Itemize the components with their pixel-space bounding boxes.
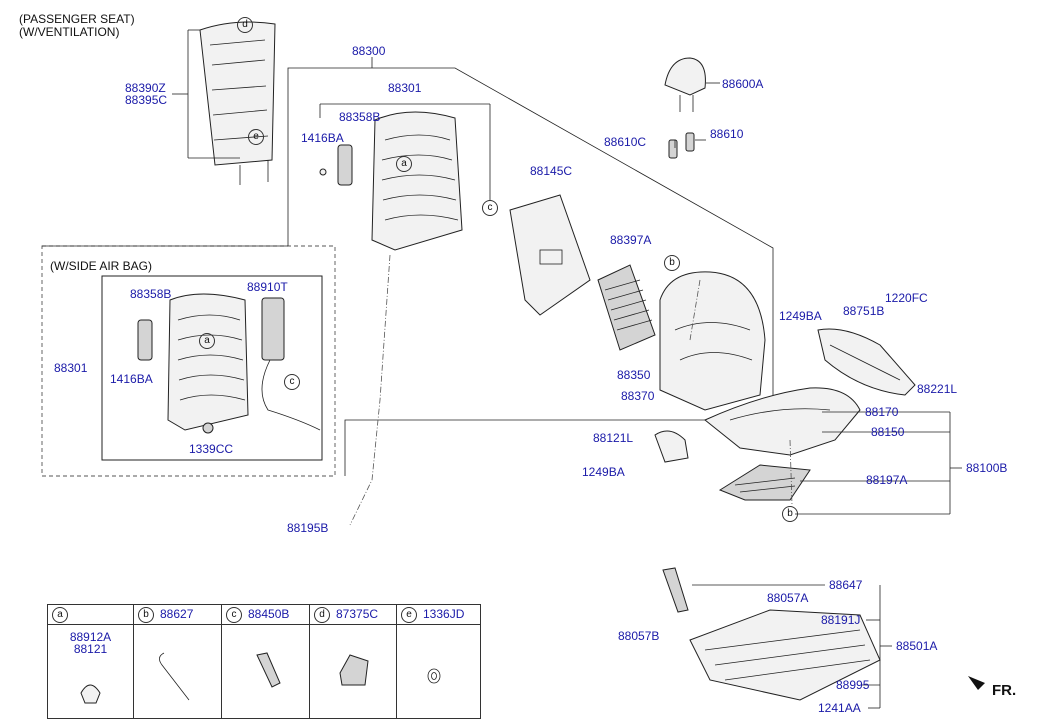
note-side-airbag: (W/SIDE AIR BAG) (50, 259, 153, 273)
part-label-88600A[interactable]: 88600A (722, 77, 764, 91)
assembly-88300-outline (287, 67, 774, 476)
seat-track-assembly (662, 567, 881, 701)
seatback-pad (509, 194, 591, 316)
part-label-1416BA[interactable]: 1416BA (301, 131, 344, 145)
callout-b: b (664, 255, 680, 271)
callout-a-airbag: a (199, 333, 215, 349)
part-label-88121L[interactable]: 88121L (593, 431, 634, 445)
part-label-88358B-airbag[interactable]: 88358B (130, 287, 172, 301)
callout-a: a (396, 156, 412, 172)
note-passenger-seat: (PASSENGER SEAT) (19, 12, 135, 26)
front-direction-label: FR. (992, 682, 1017, 699)
seat-cushion-cover (704, 387, 861, 456)
seatback-frame-upper (319, 111, 463, 251)
part-label-88300[interactable]: 88300 (352, 44, 386, 58)
part-label-1249BA-cushion[interactable]: 1249BA (582, 465, 625, 479)
part-label-88610C[interactable]: 88610C (604, 135, 647, 149)
part-label-88057A[interactable]: 88057A (767, 591, 809, 605)
ventilation-pad-cushion (718, 464, 811, 501)
part-label-88057B[interactable]: 88057B (618, 629, 660, 643)
callout-b-cushion: b (782, 506, 798, 522)
part-label-1241AA[interactable]: 1241AA (818, 701, 861, 715)
note-ventilation: (W/VENTILATION) (19, 25, 120, 39)
legend-icon-c (256, 652, 281, 688)
ventilation-pad-back (597, 264, 656, 351)
leader-lines (371, 57, 962, 709)
part-label-88301[interactable]: 88301 (388, 81, 422, 95)
part-label-88647[interactable]: 88647 (829, 578, 863, 592)
part-label-88100B[interactable]: 88100B (966, 461, 1008, 475)
part-label-88350[interactable]: 88350 (617, 368, 651, 382)
part-label-1249BA[interactable]: 1249BA (779, 309, 822, 323)
part-label-88390Z[interactable]: 88390Z (125, 81, 166, 95)
backrest-rear-panel (172, 21, 276, 185)
headrest (664, 57, 706, 112)
part-label-88170[interactable]: 88170 (865, 405, 899, 419)
legend-cell-c (221, 624, 310, 719)
part-label-88191J[interactable]: 88191J (821, 613, 861, 627)
seatback-frame-airbag (137, 293, 321, 434)
part-label-88145C[interactable]: 88145C (530, 164, 573, 178)
side-airbag-frame (41, 245, 336, 477)
part-label-88610[interactable]: 88610 (710, 127, 744, 141)
side-airbag-inner-box (101, 275, 323, 461)
callout-c-airbag: c (284, 374, 300, 390)
part-label-88370[interactable]: 88370 (621, 389, 655, 403)
callout-c: c (482, 200, 498, 216)
legend-head-a: a (47, 604, 134, 625)
part-label-88995[interactable]: 88995 (836, 678, 870, 692)
part-label-88195B[interactable]: 88195B (287, 521, 329, 535)
legend-part-88912A: 88912A (69, 630, 112, 644)
legend-icon-e (427, 668, 441, 684)
part-label-1220FC[interactable]: 1220FC (885, 291, 928, 305)
part-label-88751B[interactable]: 88751B (843, 304, 885, 318)
callout-e: e (248, 129, 264, 145)
legend-icon-d (339, 654, 369, 686)
part-label-88197A[interactable]: 88197A (866, 473, 908, 487)
side-shield-cover (654, 430, 689, 463)
legend-cell-e (396, 624, 481, 719)
legend-icon-b (159, 652, 190, 701)
legend-part-88121: 88121 (73, 642, 108, 656)
legend-cell-d (309, 624, 397, 719)
seatback-cover (659, 271, 766, 411)
part-label-88397A[interactable]: 88397A (610, 233, 652, 247)
part-label-88358B[interactable]: 88358B (339, 110, 381, 124)
part-label-1416BA-airbag[interactable]: 1416BA (110, 372, 153, 386)
legend-cell-b (133, 624, 222, 719)
legend-icon-a (80, 684, 101, 704)
part-label-88301-airbag[interactable]: 88301 (54, 361, 88, 375)
part-label-1339CC[interactable]: 1339CC (189, 442, 234, 456)
part-label-88395C[interactable]: 88395C (125, 93, 168, 107)
front-direction-arrow (968, 676, 985, 690)
part-label-88501A[interactable]: 88501A (896, 639, 938, 653)
part-label-88221L[interactable]: 88221L (917, 382, 958, 396)
side-shield (817, 328, 916, 396)
part-label-88910T[interactable]: 88910T (247, 280, 288, 294)
part-label-88150[interactable]: 88150 (871, 425, 905, 439)
callout-d: d (237, 17, 253, 33)
